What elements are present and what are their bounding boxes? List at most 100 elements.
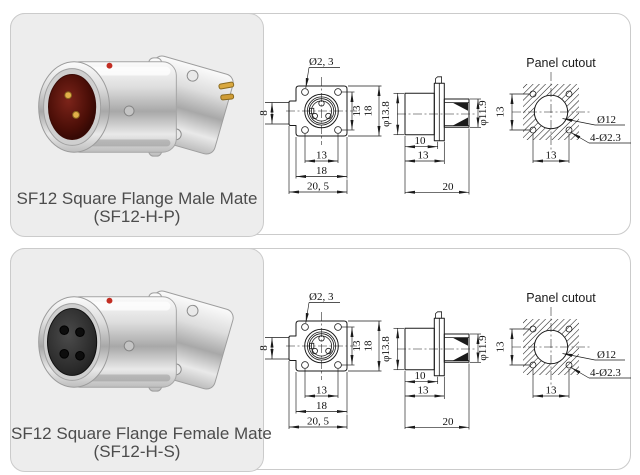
front-keyway xyxy=(309,107,315,115)
dim-side-len-to-flange: 13 xyxy=(418,385,430,397)
dim-front-v-flange-size: 18 xyxy=(363,340,375,352)
rear-pins-gold xyxy=(218,81,235,101)
cutout-hatch xyxy=(523,84,579,140)
side-solder-contact xyxy=(452,352,468,361)
front-keyway xyxy=(309,342,315,350)
panel-cutout-view: Panel cutout 13 Ø12 4-Ø2.3 xyxy=(495,291,631,398)
product-caption: SF12 Square Flange Male Mate (SF12-H-P) xyxy=(11,190,263,226)
product-panel-female: SF12 Square Flange Female Mate (SF12-H-S… xyxy=(10,248,633,472)
label-corner-hole-dia: Ø2, 3 xyxy=(309,291,334,303)
dim-cutout-v-hole-spacing: 13 xyxy=(495,341,507,353)
front-flange-outline xyxy=(288,320,348,372)
label-cutout-corner-holes: 4-Ø2.3 xyxy=(590,367,621,379)
cutout-hatch xyxy=(523,319,579,375)
female-insert xyxy=(47,308,98,376)
leader-line xyxy=(305,302,310,324)
dim-front-v-hole-spacing: 13 xyxy=(351,340,363,352)
label-corner-hole-dia: Ø2, 3 xyxy=(309,56,334,68)
front-corner-hole xyxy=(301,88,309,96)
front-corner-hole xyxy=(334,361,342,369)
front-pin xyxy=(311,112,318,120)
cutout-corner-hole xyxy=(565,126,573,134)
dimension-drawing: Ø2, 3 8 13 18 13 18 xyxy=(259,56,631,195)
front-ring xyxy=(307,96,337,126)
male-insert xyxy=(48,74,97,140)
product-caption-line1: SF12 Square Flange Male Mate xyxy=(16,189,258,208)
front-corner-hole xyxy=(301,323,309,331)
side-keyway-tab xyxy=(435,311,442,319)
dim-front-overall-width: 20, 5 xyxy=(307,181,330,193)
front-pin xyxy=(311,347,318,355)
front-corner-hole xyxy=(334,88,342,96)
dim-side-len-to-flange: 13 xyxy=(418,150,430,162)
dim-front-overall-width: 20, 5 xyxy=(307,416,330,428)
socket-hole xyxy=(59,325,70,336)
front-shell-circle xyxy=(304,328,339,364)
dim-side-body-dia: φ13.8 xyxy=(380,336,392,362)
dimension-drawing: Ø2, 3 8 13 18 13 18 xyxy=(259,291,631,430)
technical-drawing-female: Ø2, 3 8 13 18 13 18 xyxy=(259,279,633,437)
dim-front-v-flange-size: 18 xyxy=(363,105,375,117)
dim-front-tab-height: 8 xyxy=(259,345,270,351)
front-pin xyxy=(325,347,332,355)
red-indicator-dot xyxy=(106,297,113,304)
dim-front-v-hole-spacing: 13 xyxy=(351,105,363,117)
label-cutout-center-dia: Ø12 xyxy=(597,349,616,361)
panel-cutout-title: Panel cutout xyxy=(526,56,596,70)
product-caption-line2: (SF12-H-S) xyxy=(93,442,181,461)
side-solder-contact xyxy=(452,117,468,126)
red-indicator-dot xyxy=(106,62,113,69)
front-view: Ø2, 3 8 13 18 13 18 xyxy=(259,56,382,194)
front-ring xyxy=(307,331,337,361)
label-cutout-center-dia: Ø12 xyxy=(597,114,616,126)
cutout-corner-hole xyxy=(565,90,573,98)
front-view: Ø2, 3 8 13 18 13 18 xyxy=(259,291,382,429)
side-rear-cylinder xyxy=(443,333,470,363)
dim-side-body-dia: φ13.8 xyxy=(380,101,392,127)
front-pin xyxy=(318,335,325,342)
technical-drawing-male: Ø2, 3 8 13 18 13 18 xyxy=(259,44,633,202)
dim-front-tab-height: 8 xyxy=(259,110,270,116)
socket-hole xyxy=(59,348,70,359)
side-screw xyxy=(123,105,135,117)
connector-photo-female xyxy=(38,290,234,392)
side-solder-contact xyxy=(452,337,468,346)
dim-side-len-body: 10 xyxy=(415,135,427,147)
side-screw xyxy=(123,340,135,352)
socket-hole xyxy=(75,350,85,361)
cutout-corner-hole xyxy=(565,325,573,333)
product-panel-male: SF12 Square Flange Male Mate (SF12-H-P) xyxy=(10,13,633,237)
dim-cutout-h-hole-spacing: 13 xyxy=(546,150,558,162)
front-corner-hole xyxy=(334,126,342,134)
product-photo-box: SF12 Square Flange Male Mate (SF12-H-P) xyxy=(10,13,264,237)
panel-cutout-view: Panel cutout 13 Ø12 4-Ø2.3 xyxy=(495,56,631,163)
product-caption-line1: SF12 Square Flange Female Mate xyxy=(11,424,272,443)
dim-front-h-flange-size: 18 xyxy=(316,400,328,412)
side-view: φ13.8 10 13 20 φ11.9 xyxy=(380,311,489,430)
side-solder-contact xyxy=(452,102,468,111)
dim-cutout-v-hole-spacing: 13 xyxy=(495,106,507,118)
front-pin xyxy=(325,112,332,120)
contact-pin xyxy=(72,111,80,119)
dim-side-len-overall: 20 xyxy=(443,416,455,428)
socket-hole xyxy=(75,327,85,337)
side-view: φ13.8 10 13 20 φ11.9 xyxy=(380,76,489,195)
dim-cutout-h-hole-spacing: 13 xyxy=(546,385,558,397)
product-caption-line2: (SF12-H-P) xyxy=(93,207,181,226)
side-keyway-tab xyxy=(435,76,442,84)
leader-line xyxy=(305,67,310,89)
connector-photo-male xyxy=(38,55,235,157)
dim-front-h-hole-spacing: 13 xyxy=(316,150,328,162)
cutout-corner-hole xyxy=(565,361,573,369)
label-cutout-corner-holes: 4-Ø2.3 xyxy=(590,132,621,144)
dim-side-len-overall: 20 xyxy=(443,181,455,193)
dim-front-h-hole-spacing: 13 xyxy=(316,385,328,397)
dim-side-rear-dia: φ11.9 xyxy=(477,335,489,361)
dim-side-rear-dia: φ11.9 xyxy=(477,100,489,126)
contact-pin xyxy=(64,91,73,100)
product-caption: SF12 Square Flange Female Mate (SF12-H-S… xyxy=(11,424,272,461)
panel-cutout-title: Panel cutout xyxy=(526,291,596,305)
side-rear-cylinder xyxy=(443,98,470,128)
front-flange-outline xyxy=(288,85,348,137)
